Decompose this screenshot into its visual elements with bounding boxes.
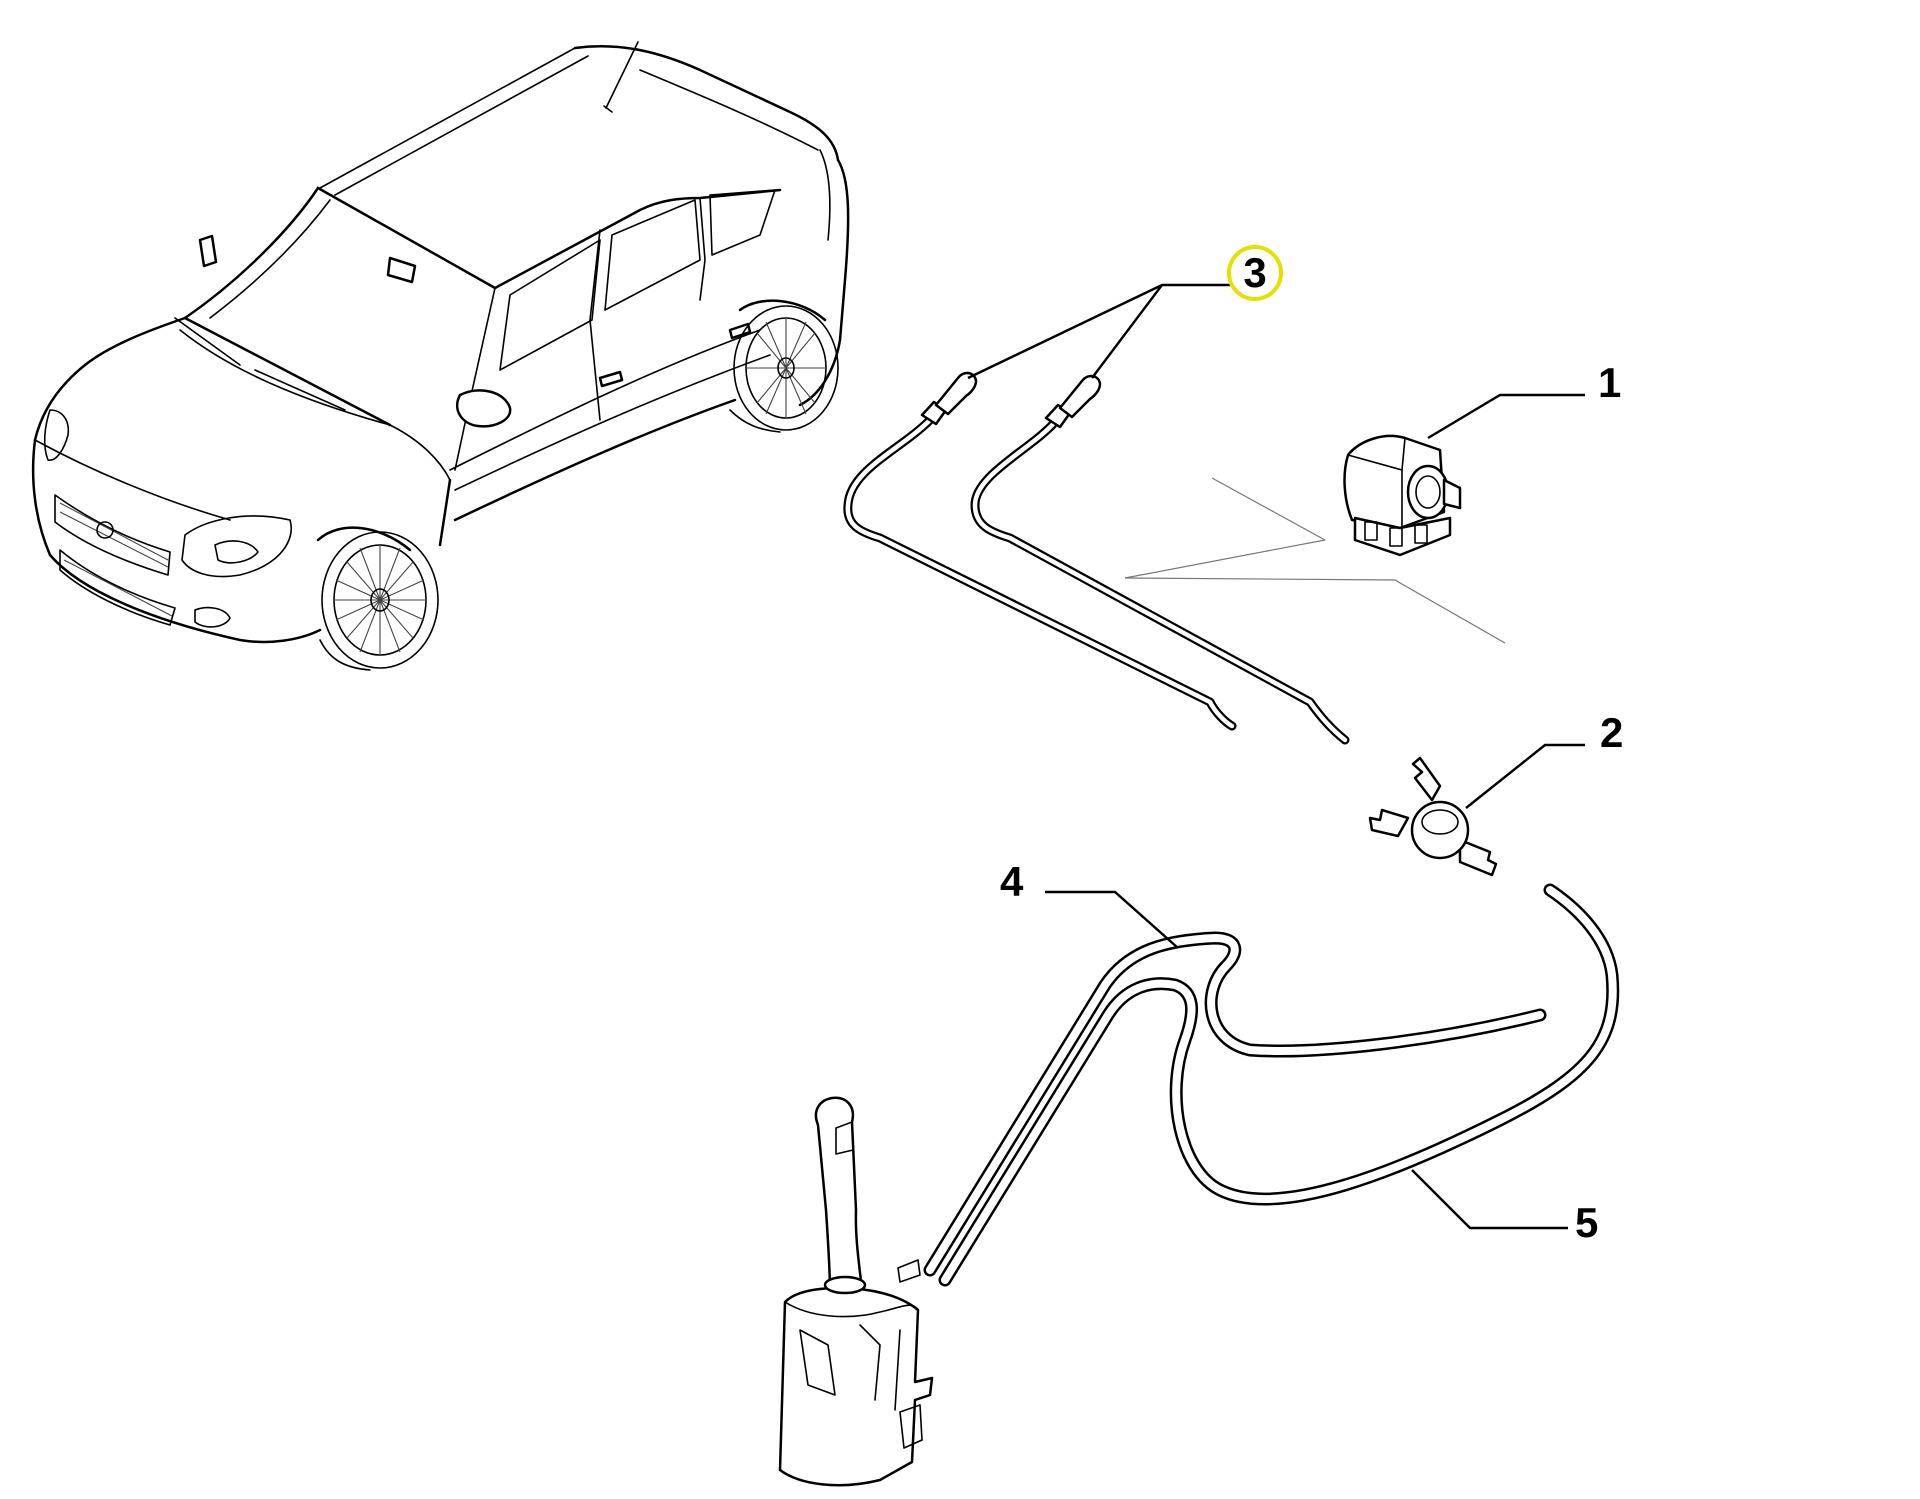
part-2-t-connector (1368, 756, 1498, 877)
callout-1[interactable]: 1 (1598, 359, 1621, 406)
callout-3-highlight-ring (1227, 245, 1283, 301)
part-3-nozzles-and-tubes (843, 371, 1350, 745)
callout-2[interactable]: 2 (1600, 709, 1623, 756)
car-illustration (31, 41, 850, 671)
leader-lines (967, 283, 1585, 1230)
callout-4[interactable]: 4 (1000, 858, 1024, 905)
part-5-hose (938, 883, 1620, 1287)
callout-1-label: 1 (1598, 359, 1621, 406)
callout-3-label: 3 (1243, 249, 1266, 296)
callout-4-label: 4 (1000, 858, 1024, 905)
part-4-hose (923, 931, 1547, 1277)
callout-5-label: 5 (1575, 1199, 1598, 1246)
callout-3[interactable]: 3 (1227, 245, 1283, 301)
callout-5[interactable]: 5 (1575, 1199, 1598, 1246)
washer-reservoir (778, 1096, 934, 1487)
callout-2-label: 2 (1600, 709, 1623, 756)
part-1-connector (1124, 434, 1506, 644)
